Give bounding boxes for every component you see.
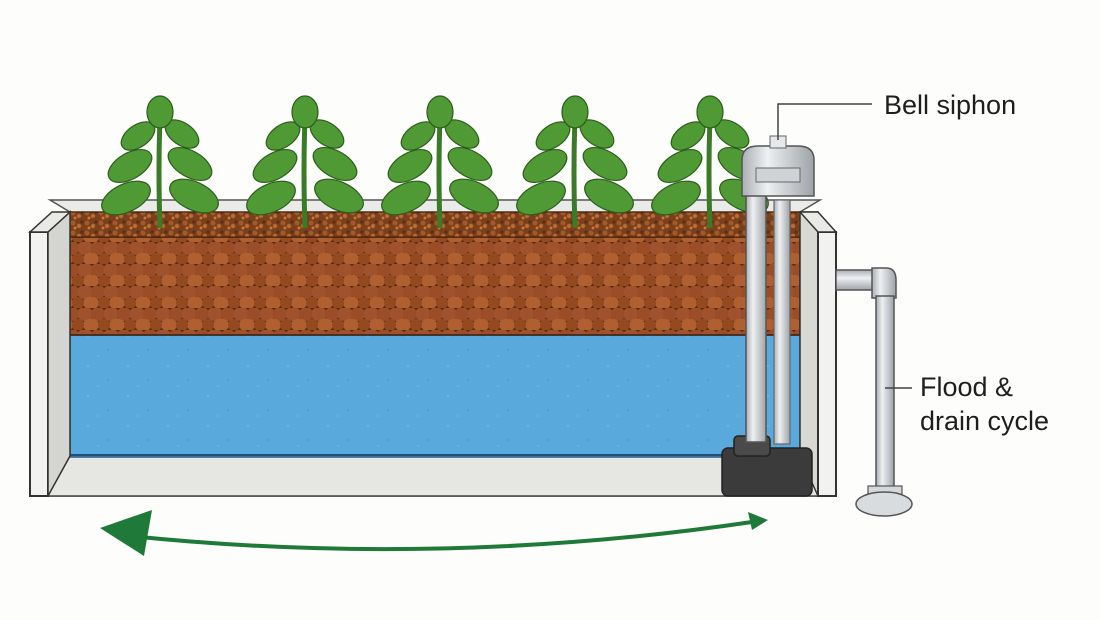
leaf	[426, 95, 454, 129]
plant	[516, 95, 634, 229]
bell-siphon-label: Bell siphon	[884, 90, 1017, 120]
leaf	[584, 178, 634, 214]
leaf	[447, 146, 493, 182]
leaf	[387, 148, 433, 184]
plants	[101, 95, 769, 229]
soil-surface	[59, 211, 811, 238]
leaf	[561, 95, 589, 129]
leaf	[696, 95, 724, 129]
plant-stem	[301, 117, 308, 229]
bell-siphon-leader-line	[777, 103, 872, 140]
tank-walls	[28, 210, 838, 497]
plant-stem	[571, 117, 578, 229]
leaf	[246, 180, 296, 216]
flood-label-line-2: drain cycle	[920, 406, 1050, 436]
leaf	[252, 148, 298, 184]
leaf	[107, 148, 153, 184]
bell-siphon	[721, 135, 815, 497]
leaf	[312, 146, 358, 182]
plant-stem	[706, 117, 713, 229]
standpipe	[745, 189, 767, 443]
leaf	[167, 146, 213, 182]
double-headed-curved-arrow-icon	[100, 510, 768, 556]
plant	[381, 95, 499, 229]
drain-pipe-vertical	[875, 295, 895, 493]
leaf	[314, 178, 364, 214]
leaf	[291, 95, 319, 129]
flood-label-line-1: Flood &	[920, 372, 1014, 402]
drain-base	[855, 491, 913, 517]
leaf	[657, 148, 703, 184]
leaf	[516, 180, 566, 216]
plant	[651, 95, 769, 229]
leaf	[101, 180, 151, 216]
drain-pipe	[835, 267, 913, 517]
plant-stem	[436, 117, 443, 229]
flood-drain-cycle-label: Flood & drain cycle	[920, 370, 1049, 438]
leaf	[582, 146, 628, 182]
tank-floor	[39, 455, 831, 497]
leaf	[651, 180, 701, 216]
leaf	[169, 178, 219, 214]
leaf	[146, 95, 174, 129]
leaf	[522, 148, 568, 184]
leaf	[381, 180, 431, 216]
clay-pebble-layer	[69, 236, 801, 336]
plant-stem	[156, 117, 163, 229]
plant	[101, 95, 219, 229]
plant	[246, 95, 364, 229]
leaf	[449, 178, 499, 214]
left-wall	[29, 231, 49, 497]
water-layer	[69, 334, 801, 458]
